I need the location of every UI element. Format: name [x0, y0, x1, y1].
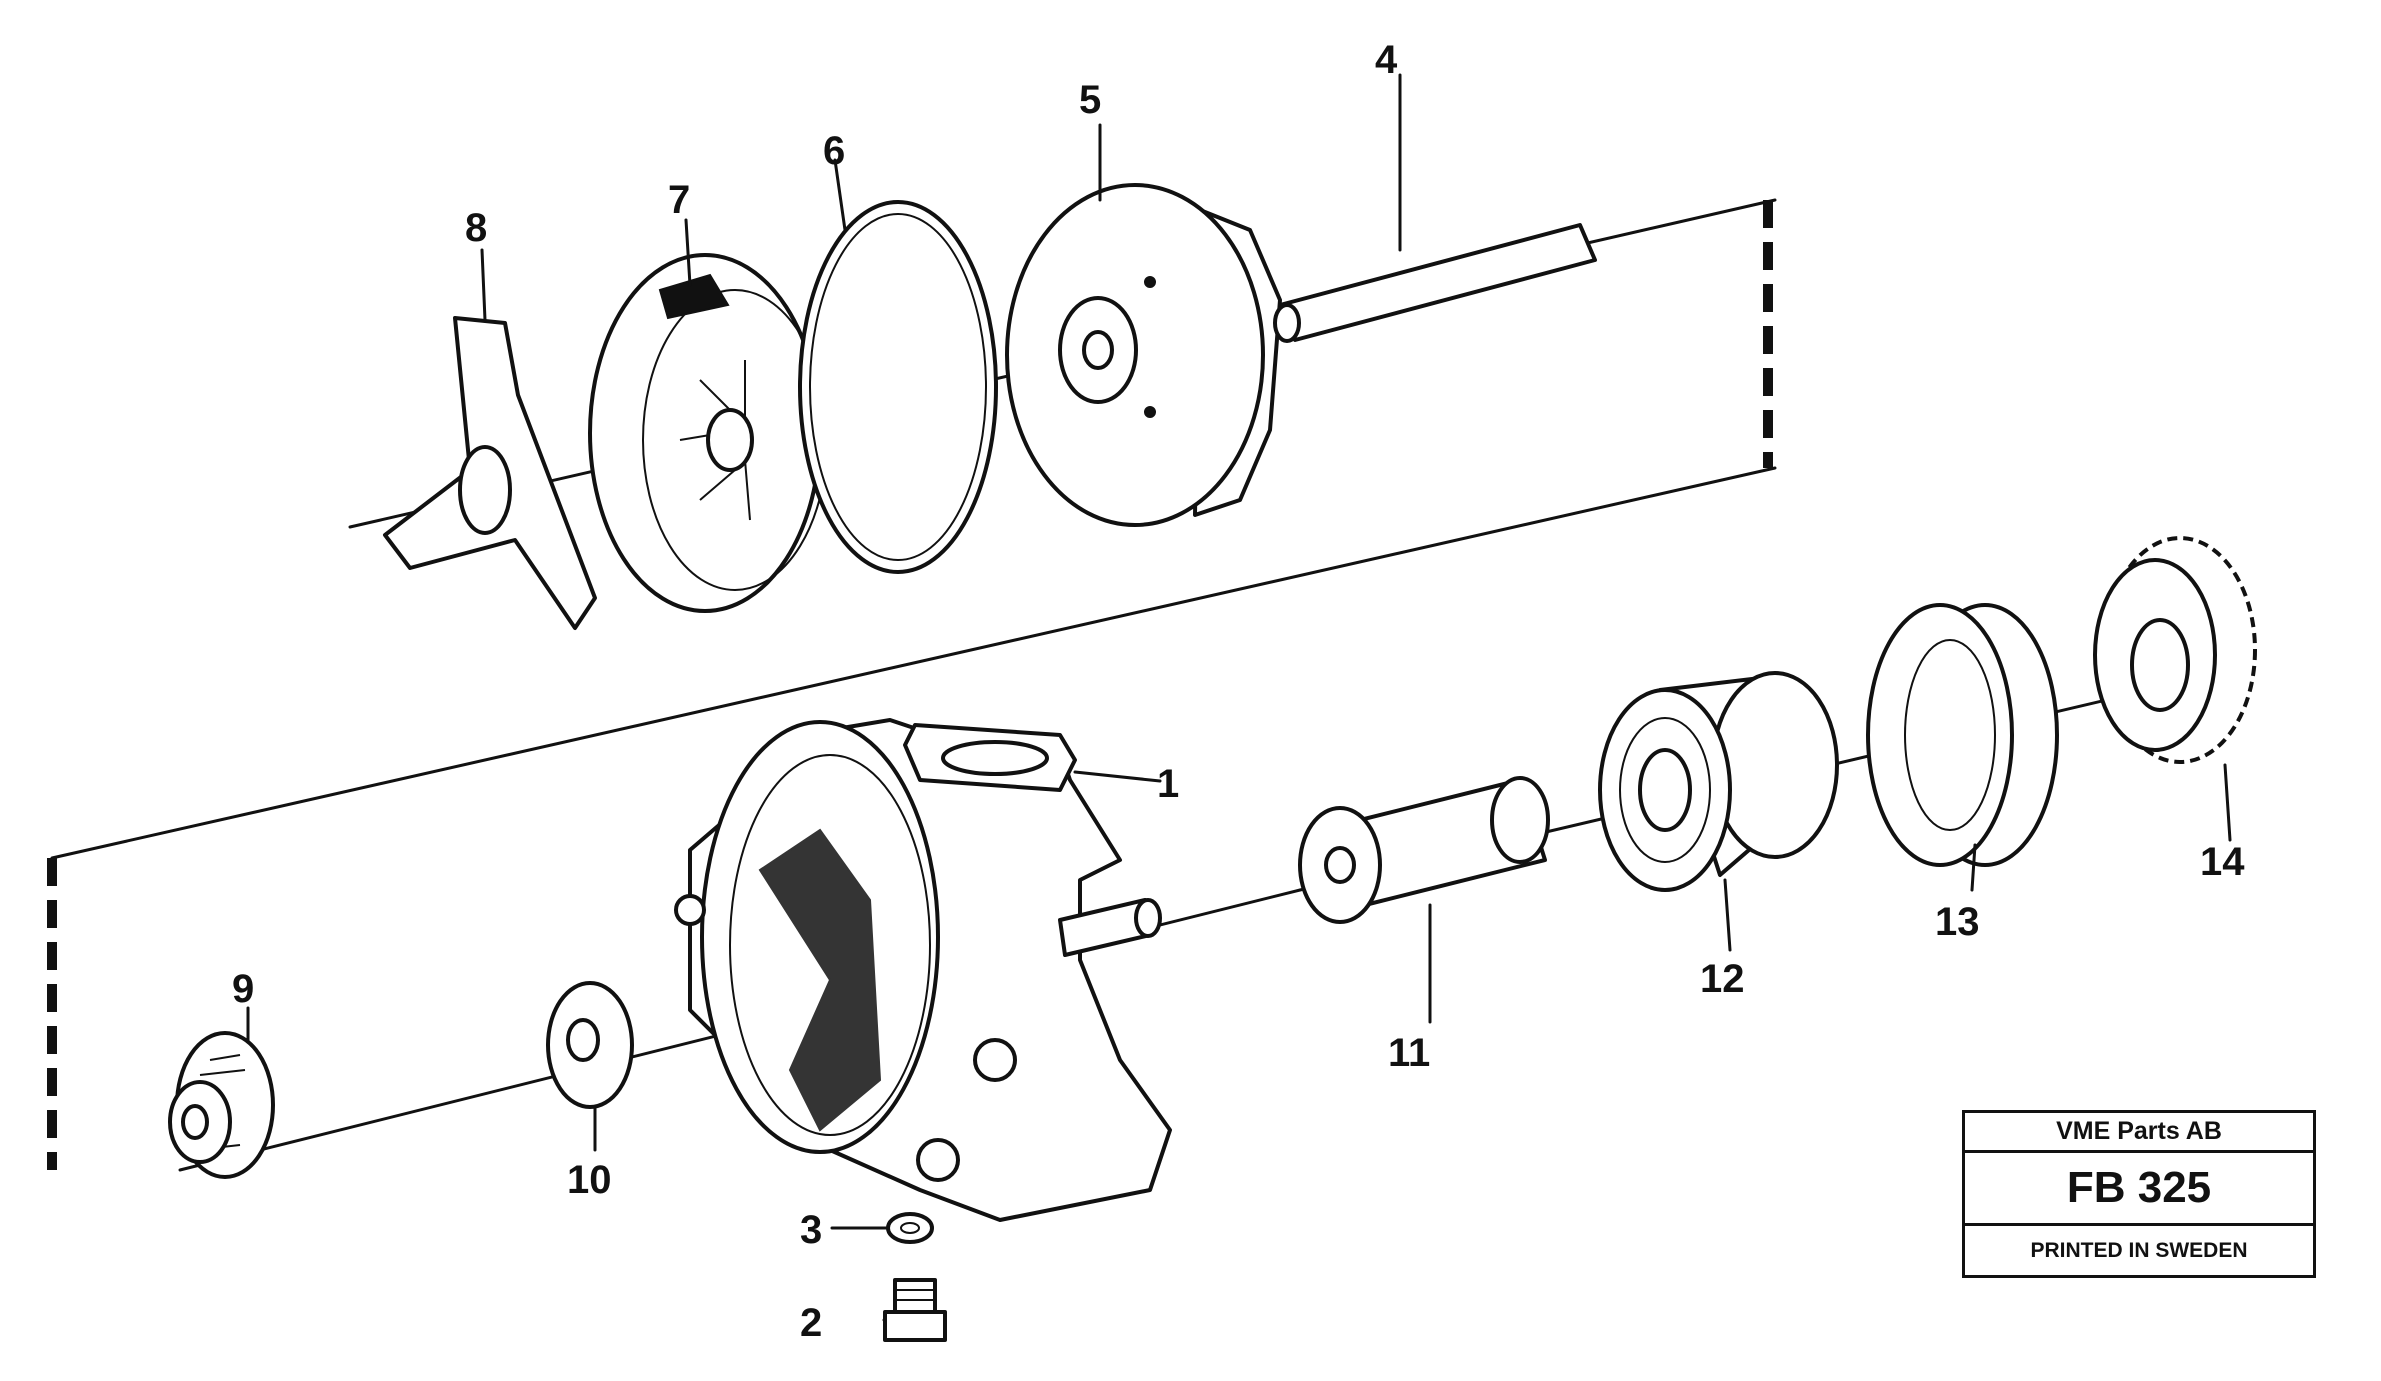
bearing-part	[1598, 671, 1839, 892]
callout-4: 4	[1375, 38, 1398, 82]
callout-5: 5	[1079, 78, 1101, 122]
callout-7: 7	[668, 178, 690, 222]
callout-3: 3	[800, 1208, 822, 1252]
gear-part	[2093, 536, 2257, 764]
impeller-part	[1005, 183, 1282, 527]
pump-housing-part	[674, 718, 1172, 1222]
printed-note: PRINTED IN SWEDEN	[2030, 1238, 2248, 1262]
callout-14: 14	[2200, 840, 2245, 884]
shaft-part	[1273, 223, 1597, 343]
callout-9: 9	[232, 967, 254, 1011]
callout-2: 2	[800, 1301, 822, 1345]
dashed-brackets	[47, 200, 1773, 1170]
callout-labels: 1 2 3 4 5 6 7 8 9 10 11 12 13 14	[232, 38, 2245, 1345]
seal-part	[546, 981, 634, 1109]
callout-1: 1	[1157, 762, 1179, 806]
callout-11: 11	[1388, 1031, 1430, 1075]
callout-8: 8	[465, 206, 487, 250]
title-block: VME Parts AB FB 325 PRINTED IN SWEDEN	[1962, 1110, 2316, 1278]
diagram-code: FB 325	[1965, 1153, 2313, 1226]
callout-leaders	[246, 73, 2232, 1322]
o-ring-part	[798, 200, 998, 574]
callout-10: 10	[567, 1158, 612, 1202]
plug-part	[168, 1031, 275, 1179]
cover-ring-part	[1866, 603, 2059, 867]
callout-12: 12	[1700, 957, 1745, 1001]
seal-housing-part	[588, 253, 828, 613]
callout-6: 6	[823, 129, 845, 173]
washer-part	[886, 1212, 934, 1244]
company-name: VME Parts AB	[1965, 1113, 2313, 1153]
spider-part	[383, 316, 597, 630]
bolt-part	[883, 1278, 947, 1342]
callout-13: 13	[1935, 900, 1980, 944]
sleeve-part	[1298, 776, 1550, 924]
